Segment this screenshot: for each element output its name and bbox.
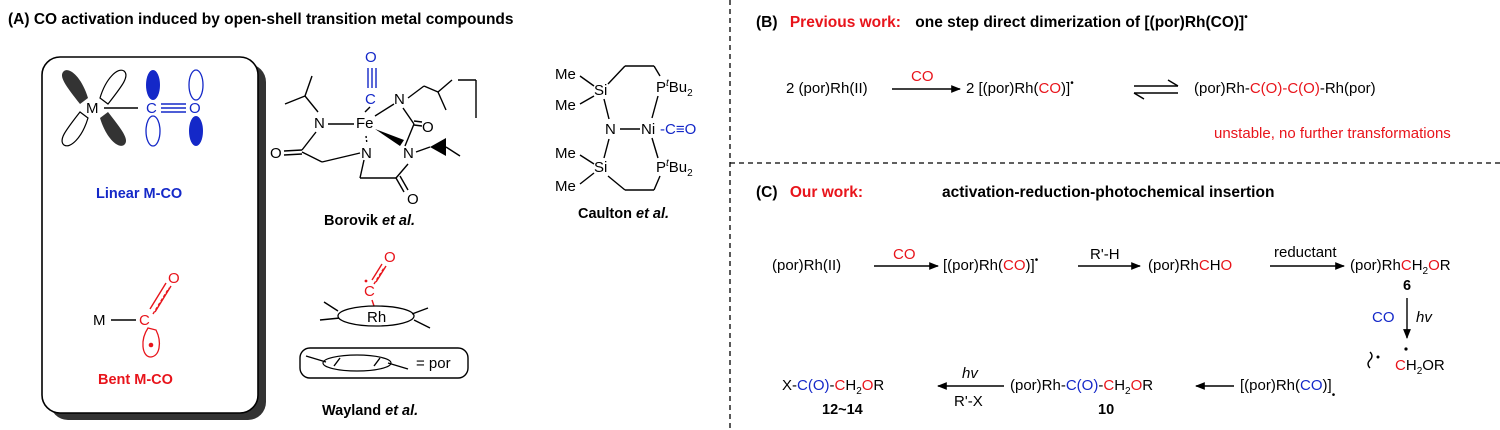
c-radical: CH2OR <box>1367 347 1445 377</box>
bent-mco-diagram: M C O <box>93 270 180 358</box>
svg-text:O: O <box>422 119 434 136</box>
svg-text:PtBu2: PtBu2 <box>656 78 693 99</box>
bent-mco-label: Bent M-CO <box>98 372 173 388</box>
borovik-structure: O C Fe N O N N - O <box>270 15 477 208</box>
svg-text:Me: Me <box>555 145 576 162</box>
svg-text:Ni: Ni <box>641 121 655 138</box>
caulton-caption: Caulton et al. <box>578 206 669 222</box>
panel-c-heading: (C) Our work: activation-reduction-photo… <box>756 184 1274 201</box>
b-product-1: 2 [(por)Rh(CO)]• <box>966 78 1074 97</box>
c-arrow-2-label: R'-H <box>1090 246 1120 263</box>
svg-text:Si: Si <box>594 82 607 99</box>
svg-text:C: C <box>364 283 375 300</box>
c-reactant: (por)Rh(II) <box>772 257 841 274</box>
linear-mco-label: Linear M-CO <box>96 186 182 202</box>
svg-text:O: O <box>407 191 419 208</box>
c-product: X-C(O)-CH2OR <box>782 377 884 397</box>
svg-text:Me: Me <box>555 97 576 114</box>
svg-text:PtBu2: PtBu2 <box>656 158 693 179</box>
svg-text:N: N <box>361 145 372 162</box>
panel-a-title: (A) CO activation induced by open-shell … <box>8 11 514 28</box>
svg-text:M: M <box>93 312 106 329</box>
c-intermediate-3: (por)RhCH2OR <box>1350 257 1451 277</box>
c-arrow-3-label: reductant <box>1274 244 1337 261</box>
svg-text:N: N <box>403 145 414 162</box>
svg-text:Me: Me <box>555 66 576 83</box>
c-arrow-4-hv: hv <box>1416 309 1433 326</box>
c-arrow-1-label: CO <box>893 246 916 263</box>
svg-text:M: M <box>86 100 99 117</box>
panel-b-heading: (B) Previous work: one step direct dimer… <box>756 12 1248 31</box>
mco-box <box>41 56 266 420</box>
svg-text:O: O <box>270 145 282 162</box>
svg-text:Fe: Fe <box>356 115 374 132</box>
borovik-caption: Borovik et al. <box>324 213 415 229</box>
svg-text:= por: = por <box>416 355 451 372</box>
svg-text:O: O <box>189 100 201 117</box>
svg-text:N: N <box>314 115 325 132</box>
svg-text:C: C <box>365 91 376 108</box>
c-arrow-6-rx: R'-X <box>954 393 983 410</box>
c-arrow-6-hv: hv <box>962 365 979 382</box>
svg-text:Si: Si <box>594 159 607 176</box>
c-compound-10: 10 <box>1098 402 1114 418</box>
caulton-structure: Me Me Si PtBu2 N Ni -C≡O Si Me Me PtBu2 <box>555 65 696 195</box>
wayland-structure: O C Rh = por <box>299 249 469 379</box>
svg-text:O: O <box>365 49 377 66</box>
linear-mco-diagram: M C O <box>61 69 204 147</box>
c-compound-12-14: 12~14 <box>822 402 863 418</box>
b-reactant: 2 (por)Rh(II) <box>786 80 868 97</box>
svg-text:-C≡O: -C≡O <box>660 121 696 138</box>
svg-text:O: O <box>384 249 396 266</box>
c-intermediate-5: (por)Rh-C(O)-CH2OR <box>1010 377 1153 397</box>
wayland-caption: Wayland et al. <box>322 403 418 419</box>
c-intermediate-2: (por)RhCHO <box>1148 257 1232 274</box>
svg-text:C: C <box>139 312 150 329</box>
svg-text:-: - <box>459 15 464 32</box>
b-equilibrium-arrow <box>1133 79 1179 100</box>
c-compound-6: 6 <box>1403 278 1411 294</box>
svg-text:CH2OR: CH2OR <box>1395 357 1445 377</box>
svg-text:C: C <box>146 100 157 117</box>
svg-text:Me: Me <box>555 178 576 195</box>
svg-text:O: O <box>168 270 180 287</box>
svg-text:N: N <box>605 121 616 138</box>
b-arrow-co-label: CO <box>911 68 934 85</box>
c-arrow-4-co: CO <box>1372 309 1395 326</box>
c-intermediate-1: [(por)Rh(CO)]• <box>943 255 1039 274</box>
svg-text:Rh: Rh <box>367 309 386 326</box>
svg-text:N: N <box>394 91 405 108</box>
c-intermediate-4: [(por)Rh(CO)]• <box>1240 377 1336 401</box>
b-product-2: (por)Rh-C(O)-C(O)-Rh(por) <box>1194 80 1376 97</box>
b-note: unstable, no further transformations <box>1214 125 1451 142</box>
